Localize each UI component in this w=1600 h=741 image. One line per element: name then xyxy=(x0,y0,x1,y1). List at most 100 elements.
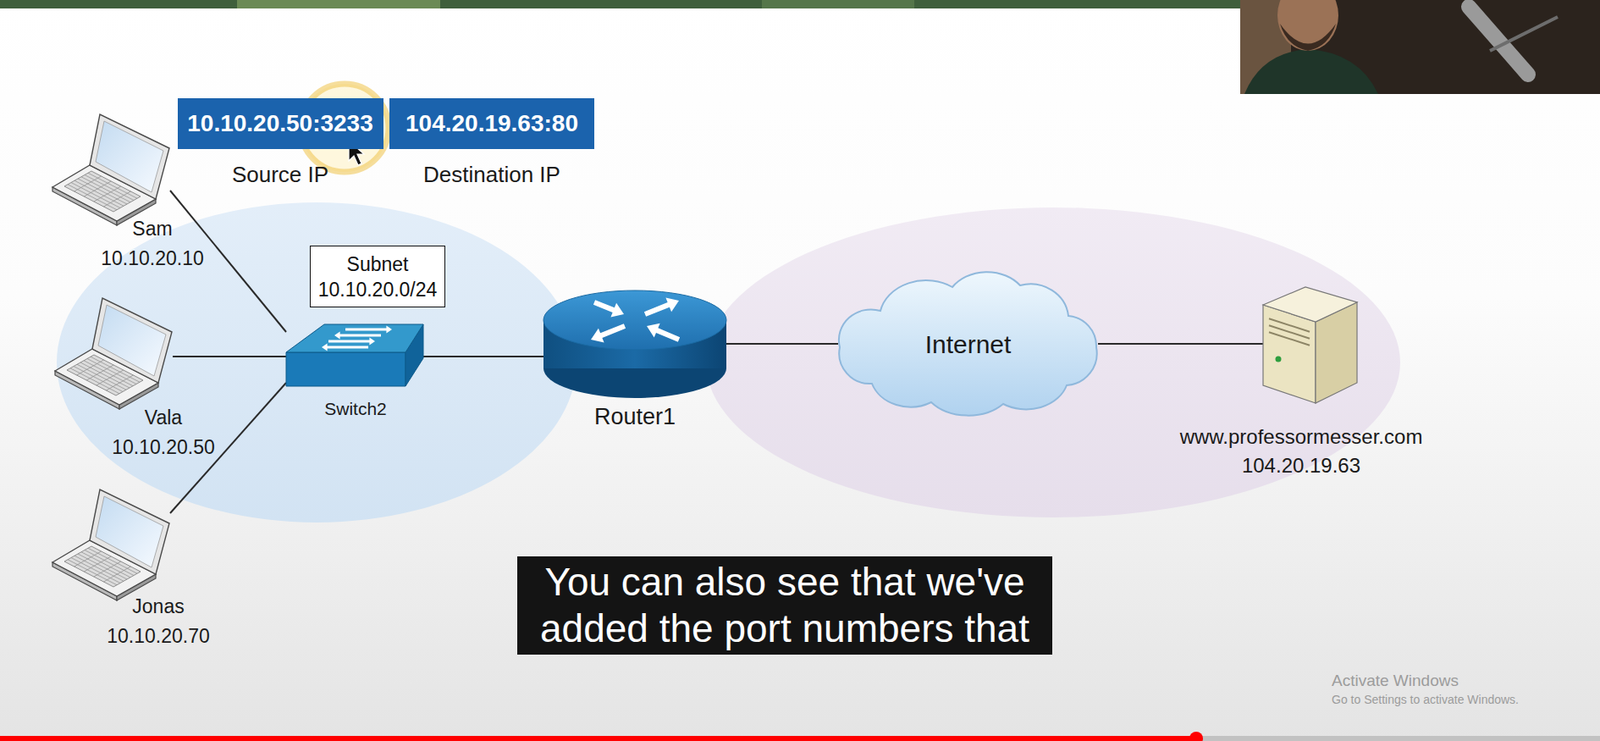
network-switch: Switch2 xyxy=(286,324,424,387)
laptop-screen xyxy=(95,121,164,193)
laptop-screen xyxy=(98,304,166,376)
laptop-host: Sam10.10.20.10 xyxy=(50,112,171,227)
keyboard-column xyxy=(80,362,130,388)
node-detail: 10.10.20.50 xyxy=(111,432,216,463)
watermark-text: Activate Windows xyxy=(1331,671,1459,690)
node-caption: Switch2 xyxy=(324,397,387,421)
keyboard-column xyxy=(77,364,127,390)
ip-address-box: 10.10.20.50:3233Source IP xyxy=(177,98,384,149)
laptop-host: Jonas10.10.20.70 xyxy=(50,487,171,602)
node-title: Router1 xyxy=(594,402,676,431)
node-caption: Sam10.10.20.10 xyxy=(100,214,205,274)
node-title: 10.10.20.50:3233 xyxy=(187,110,374,138)
network-link xyxy=(726,342,839,345)
node-caption: Router1 xyxy=(594,402,676,431)
router-icon xyxy=(543,290,727,398)
internet-cloud: Internet xyxy=(838,275,1098,414)
switch-top xyxy=(286,324,424,353)
router-arrow xyxy=(646,323,680,343)
switch-arrow xyxy=(328,337,376,346)
node-caption: www.professormesser.com104.20.19.63 xyxy=(1180,422,1424,480)
cloud-shape xyxy=(838,271,1098,415)
node-detail: 10.10.20.0/24 xyxy=(318,276,438,303)
switch-arrow xyxy=(345,325,392,334)
progress-track xyxy=(0,735,1600,741)
keyboard-column xyxy=(71,557,121,584)
router-arrow xyxy=(590,323,626,343)
laptop-host: Vala10.10.20.50 xyxy=(53,296,173,411)
microphone-arm xyxy=(1489,16,1558,51)
keyboard-column xyxy=(71,182,121,209)
progress-bar xyxy=(0,735,1197,741)
node-detail: 104.20.19.63 xyxy=(1180,451,1424,480)
top-photo-strip xyxy=(237,0,441,9)
ip-address-box: 104.20.19.63:80Destination IP xyxy=(389,98,595,149)
keyboard-column xyxy=(77,553,127,580)
microphone xyxy=(1468,6,1529,75)
node-title: www.professormesser.com xyxy=(1180,422,1424,452)
server-power-light xyxy=(1275,356,1282,363)
network-link xyxy=(1097,342,1264,345)
keyboard-column xyxy=(67,559,117,585)
node-title: Subnet xyxy=(347,251,409,277)
node-body: Subnet10.10.20.0/24 xyxy=(310,246,445,307)
switch-arrow xyxy=(321,343,369,352)
node-detail: 10.10.20.70 xyxy=(106,621,210,652)
node-title: 104.20.19.63:80 xyxy=(405,110,579,138)
network-link xyxy=(423,355,544,358)
watermark-text: Go to Settings to activate Windows. xyxy=(1331,692,1519,707)
keyboard-column xyxy=(70,368,120,394)
node-detail: Destination IP xyxy=(423,160,561,188)
node-detail: Source IP xyxy=(231,160,329,188)
progress-handle xyxy=(1189,731,1203,741)
subtitle-caption: You can also see that we've added the po… xyxy=(517,556,1053,655)
web-server-icon xyxy=(1263,283,1358,403)
web-server: www.professormesser.com104.20.19.63 xyxy=(1263,283,1358,403)
keyboard-column xyxy=(74,555,124,581)
top-photo-strip xyxy=(0,0,1241,9)
laptop-screen-frame xyxy=(92,297,172,383)
keyboard-column xyxy=(77,178,127,205)
network-switch-icon xyxy=(286,324,424,387)
node-title: Internet xyxy=(925,329,1012,360)
node-caption: Vala10.10.20.50 xyxy=(111,402,216,463)
node-detail: 10.10.20.10 xyxy=(100,243,205,274)
laptop-host-icon xyxy=(50,112,171,227)
network-link xyxy=(172,355,287,358)
laptop-screen-frame xyxy=(89,489,170,574)
switch-front xyxy=(286,352,406,387)
node-title: Sam xyxy=(100,214,205,244)
router-arrow xyxy=(593,299,624,317)
router-arrow xyxy=(644,297,679,317)
keyboard-column xyxy=(73,366,123,392)
top-photo-strip xyxy=(761,0,915,9)
node-title: Vala xyxy=(111,402,216,433)
keyboard-column xyxy=(74,180,124,206)
server-drive-slot xyxy=(1268,325,1310,338)
laptop-screen xyxy=(95,496,164,568)
local-network-zone xyxy=(56,202,577,523)
presenter-beard xyxy=(1280,23,1336,51)
laptop-screen-frame xyxy=(89,114,170,199)
keyboard-column xyxy=(67,184,117,210)
subnet-box: Subnet10.10.20.0/24 xyxy=(309,245,446,308)
server-drive-slot xyxy=(1268,318,1310,332)
node-body: 104.20.19.63:80 xyxy=(389,98,595,149)
router: Router1 xyxy=(543,290,727,398)
node-caption: Jonas10.10.20.70 xyxy=(106,591,210,652)
router-top xyxy=(543,290,727,350)
node-title: Jonas xyxy=(106,591,210,622)
presenter-face xyxy=(1277,0,1339,51)
node-body: Internet xyxy=(838,275,1098,414)
server-drive-slot xyxy=(1268,331,1310,345)
server-top xyxy=(1263,286,1358,322)
node-caption: Destination IP xyxy=(423,160,561,188)
node-title: Switch2 xyxy=(324,397,387,421)
switch-arrow xyxy=(334,331,381,340)
presenter-shirt xyxy=(1244,49,1379,94)
laptop-host-icon xyxy=(50,487,171,602)
node-body: 10.10.20.50:3233 xyxy=(177,98,384,149)
laptop-host-icon xyxy=(53,296,173,411)
